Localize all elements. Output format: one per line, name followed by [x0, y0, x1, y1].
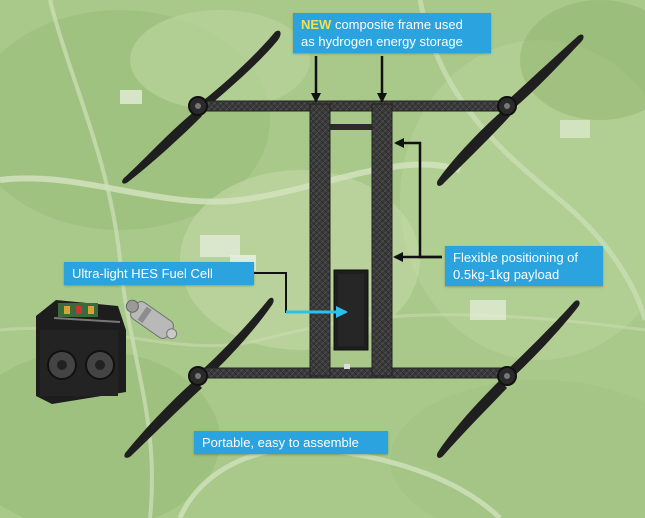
- frame-callout-line2: as hydrogen energy storage: [301, 34, 463, 49]
- frame-callout-line1-text: composite frame used: [331, 17, 463, 32]
- propeller-icon: [436, 34, 584, 186]
- fuel-cell-stack-icon: [36, 300, 126, 404]
- fuel-cell-callout-label: Ultra-light HES Fuel Cell: [72, 266, 213, 281]
- payload-callout-line2: 0.5kg-1kg payload: [453, 267, 560, 282]
- frame-callout: NEW composite frame used as hydrogen ene…: [293, 13, 491, 53]
- payload-callout-line1: Flexible positioning of: [453, 250, 579, 265]
- new-highlight: NEW: [301, 17, 332, 32]
- propeller-icon: [436, 300, 580, 458]
- frame-callout-arrows: [311, 56, 387, 103]
- frame-callout-line1: NEW composite frame used: [301, 16, 483, 33]
- portable-callout-label: Portable, easy to assemble: [202, 435, 359, 450]
- quadcopter-drone-icon: [122, 30, 584, 458]
- payload-callout-arrows: [393, 138, 442, 262]
- portable-callout: Portable, easy to assemble: [194, 431, 388, 454]
- hydrogen-regulator-icon: [125, 299, 178, 340]
- payload-callout: Flexible positioning of 0.5kg-1kg payloa…: [445, 246, 603, 286]
- propeller-icon: [122, 30, 281, 184]
- fuel-cell-callout: Ultra-light HES Fuel Cell: [64, 262, 254, 285]
- fuel-cell-callout-arrow: [254, 272, 348, 318]
- propeller-icon: [124, 297, 274, 458]
